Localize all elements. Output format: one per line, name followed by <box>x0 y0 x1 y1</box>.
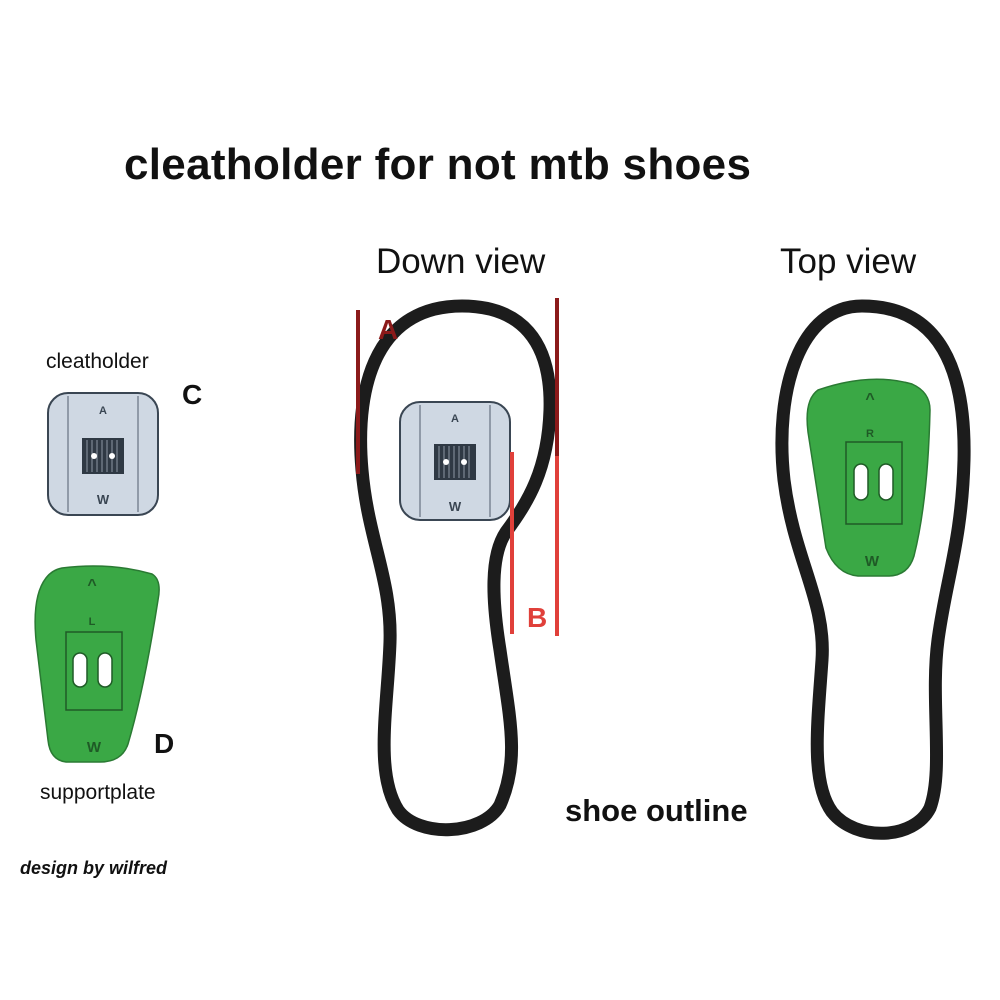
down-view-shoe: A W <box>354 298 559 837</box>
down-view-cleat-mark-bottom: W <box>449 499 462 514</box>
down-view-label: Down view <box>376 242 546 281</box>
marker-b-label: B <box>527 602 548 633</box>
top-view-label: Top view <box>780 242 917 281</box>
top-view-shoe: ^ R W <box>775 299 971 840</box>
supportplate-label: supportplate <box>40 781 156 804</box>
cleatholder-part: A W <box>47 392 159 516</box>
top-view-arrow-mark: ^ <box>865 391 874 408</box>
cleatholder-letter: C <box>182 379 203 410</box>
top-view-side-mark: R <box>866 428 874 440</box>
cleatholder-grip-block <box>82 438 124 474</box>
supportplate-brand-mark: W <box>87 739 102 756</box>
top-view-sole-outline <box>775 299 971 840</box>
diagram-title: cleatholder for not mtb shoes <box>124 140 752 189</box>
supportplate-plate <box>34 565 160 763</box>
supportplate-letter: D <box>154 728 175 759</box>
cleatholder-label: cleatholder <box>46 350 149 373</box>
supportplate-slot-frame <box>65 631 123 711</box>
down-view-sole-outline <box>354 299 557 837</box>
shoe-outline-label: shoe outline <box>565 793 748 828</box>
supportplate-part: ^ L W <box>34 565 160 763</box>
down-view-cleat-mark-top: A <box>451 413 459 425</box>
supportplate-arrow-mark: ^ <box>87 577 96 594</box>
cleatholder-mark-top: A <box>99 405 107 417</box>
cleatholder-mark-bottom: W <box>97 492 110 507</box>
marker-a-label: A <box>378 314 399 345</box>
top-view-brand-mark: W <box>865 553 880 570</box>
designer-credit: design by wilfred <box>20 858 168 878</box>
supportplate-side-mark: L <box>89 616 96 628</box>
